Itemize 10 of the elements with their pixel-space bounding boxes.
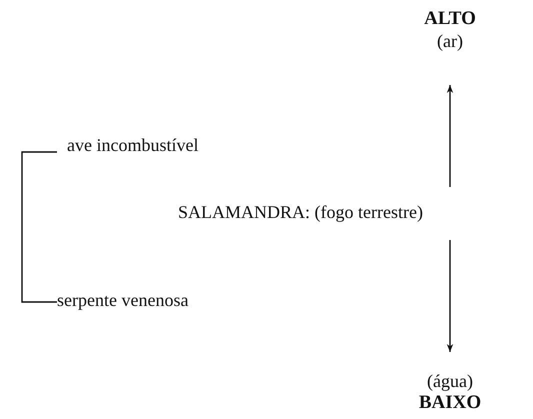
node-label: (ar) xyxy=(436,30,464,52)
arrow xyxy=(446,240,454,352)
node-label: ave incombustível xyxy=(67,134,200,156)
node-label: serpente venenosa xyxy=(57,289,190,311)
arrow xyxy=(446,85,454,187)
heading-label: ALTO xyxy=(423,8,477,30)
bracket-line xyxy=(21,151,57,303)
node-label: (água) xyxy=(426,370,474,392)
node-label: SALAMANDRA: (fogo terrestre) xyxy=(178,201,424,223)
heading-label: BAIXO xyxy=(418,392,482,414)
